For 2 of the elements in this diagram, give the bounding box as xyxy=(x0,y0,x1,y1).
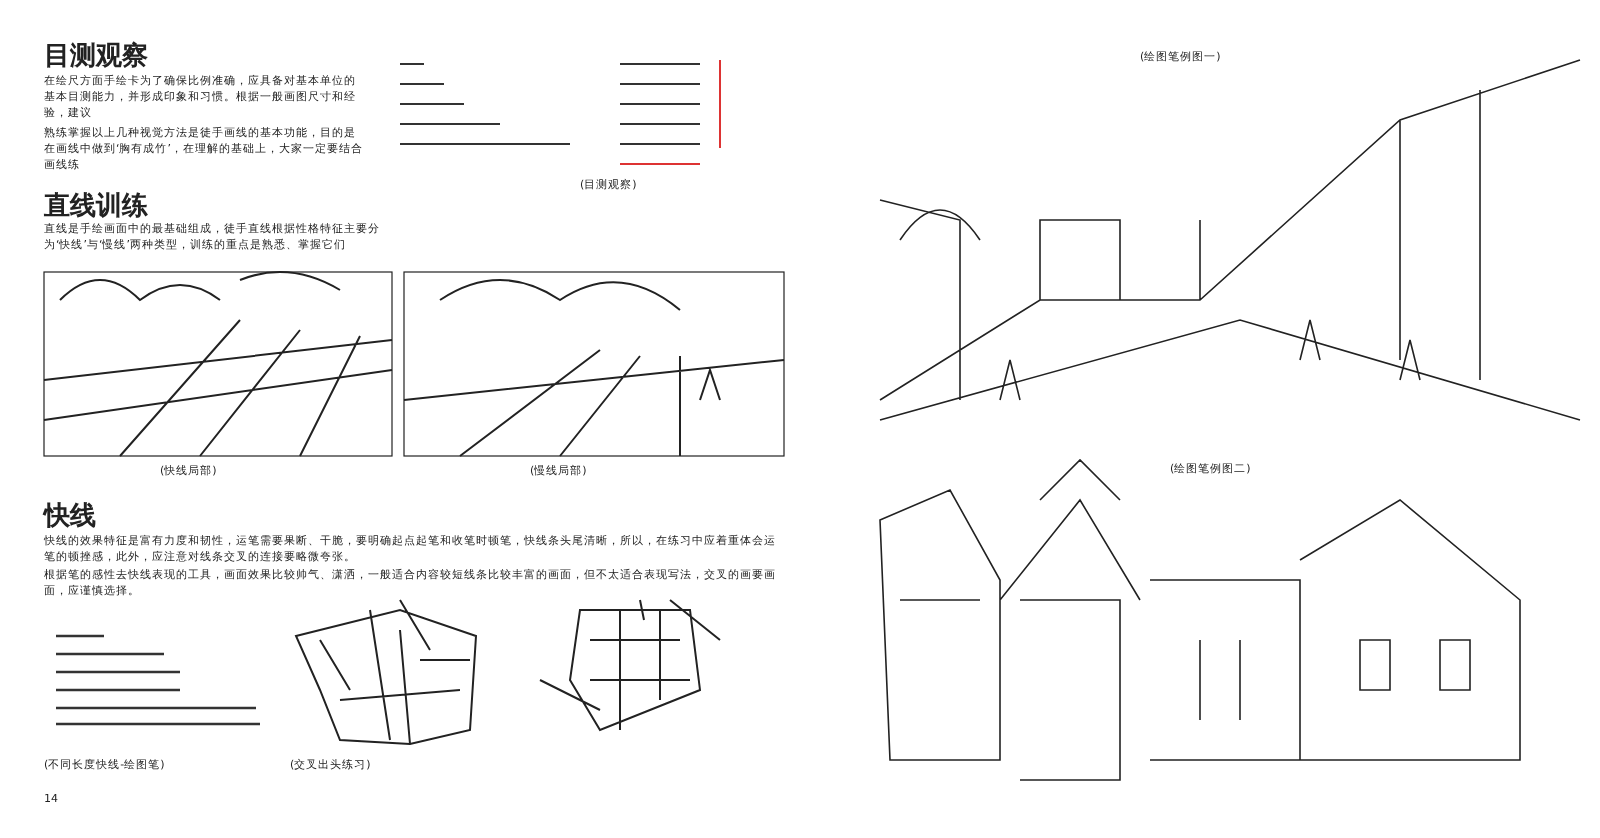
section-heading: 目测观察 xyxy=(44,40,150,74)
section-heading: 快线 xyxy=(44,500,98,535)
